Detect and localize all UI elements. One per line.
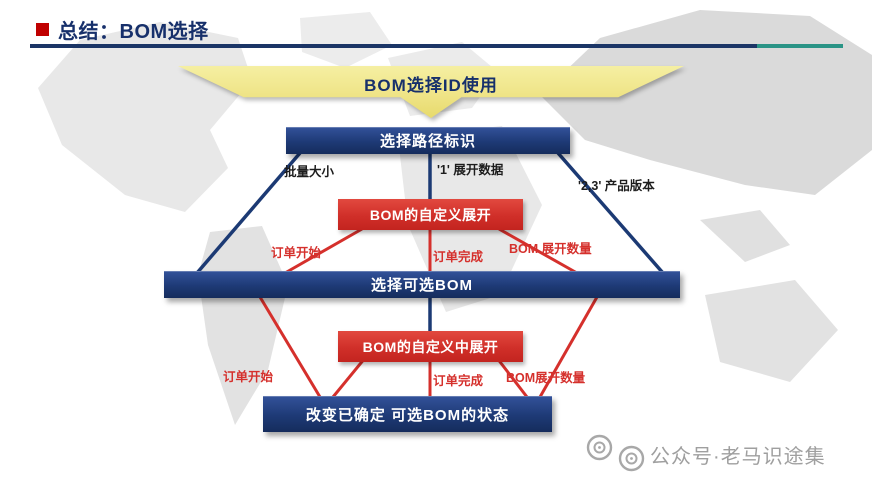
edge-label-order-done-1: 订单完成 [433, 250, 484, 264]
banner-label: BOM选择ID使用 [364, 76, 498, 95]
edge-label-order-done-2: 订单完成 [433, 374, 484, 388]
edge-label-order-start-2: 订单开始 [223, 370, 274, 384]
edge-label-bom-expand-qty-1: BOM 展开数量 [509, 242, 592, 256]
edge-label-product-version: '2,3' 产品版本 [578, 179, 655, 193]
camera-aperture-icon [586, 434, 613, 461]
header-divider [30, 44, 843, 48]
node-change-confirmed-status: 改变已确定 可选BOM的状态 [263, 396, 552, 432]
red-square-bullet [36, 23, 49, 36]
camera-aperture-icon [618, 445, 645, 472]
node-bom-custom-mid-expand: BOM的自定义中展开 [338, 331, 523, 362]
edge-label-expand-data: '1' 展开数据 [437, 163, 504, 177]
slide-title: 总结：BOM选择 [58, 21, 209, 43]
map-continents [38, 10, 872, 425]
banner-shape: BOM选择ID使用 [178, 66, 684, 118]
banner-ribbon: BOM选择ID使用 [178, 66, 684, 118]
slide-header: 总结：BOM选择 [36, 15, 209, 44]
edge-label-order-start-1: 订单开始 [271, 246, 322, 260]
watermark-text: 公众号·老马识途集 [650, 446, 826, 468]
node-bom-custom-expand: BOM的自定义展开 [338, 199, 523, 230]
edge-label-batch-size: 批量大小 [284, 165, 335, 179]
edge-label-bom-expand-qty-2: BOM展开数量 [506, 371, 586, 385]
watermark: 公众号·老马识途集 [586, 434, 826, 475]
divider-teal-segment [757, 44, 843, 48]
node-select-optional-bom: 选择可选BOM [164, 271, 680, 298]
node-select-path-id: 选择路径标识 [286, 127, 570, 154]
divider-navy-segment [30, 44, 757, 48]
